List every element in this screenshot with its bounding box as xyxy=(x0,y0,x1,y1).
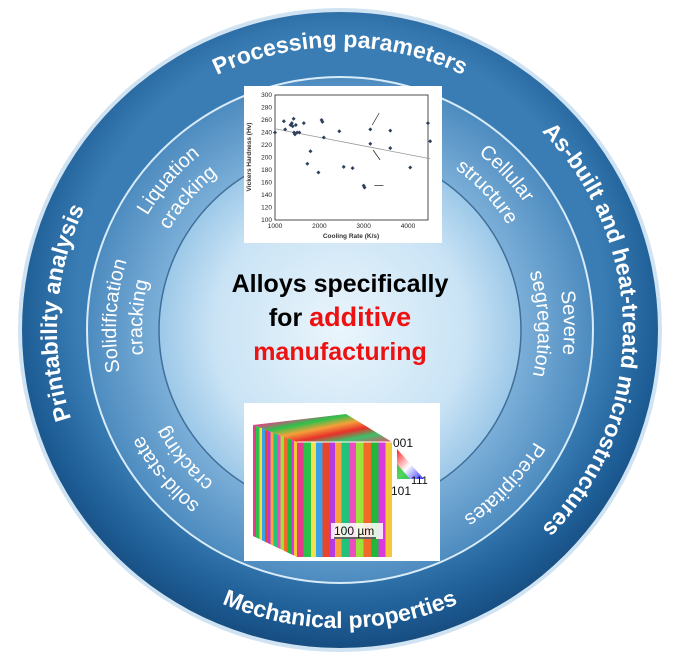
ipf-label-101: 101 xyxy=(391,484,411,498)
x-tick-label: 4000 xyxy=(401,223,416,230)
data-point xyxy=(283,127,288,132)
data-point xyxy=(273,130,277,135)
y-tick-label: 240 xyxy=(261,130,272,137)
ipf-label-111: 111 xyxy=(411,475,428,487)
y-tick-label: 260 xyxy=(261,117,272,124)
y-tick-label: 120 xyxy=(261,205,272,212)
ebsd-cube-figure: 001 111 101 100 µm xyxy=(244,403,440,561)
data-point xyxy=(291,116,296,121)
ipf-label-001: 001 xyxy=(393,436,413,450)
data-point xyxy=(337,129,342,134)
data-point xyxy=(301,121,306,126)
x-axis-label: Cooling Rate (K/s) xyxy=(323,233,379,240)
trend-line xyxy=(274,128,431,160)
data-point xyxy=(388,146,393,151)
x-tick-label: 2000 xyxy=(312,223,327,230)
cube-front-face xyxy=(297,442,392,557)
y-tick-label: 180 xyxy=(261,167,272,174)
y-tick-label: 100 xyxy=(261,217,272,224)
data-point xyxy=(305,161,310,166)
y-tick-label: 200 xyxy=(261,155,272,162)
cube-left-face xyxy=(253,425,297,557)
title-additive: additive xyxy=(309,302,411,332)
data-point xyxy=(321,135,326,140)
title-line-3: manufacturing xyxy=(253,338,427,366)
scale-bar-bg xyxy=(331,523,383,539)
data-point xyxy=(295,130,300,135)
hardness-vs-cooling-rate-chart: 100 120 140 160 180 200 220 240 260 280 300 1000 200… xyxy=(244,86,442,243)
y-axis-label: Vickers Hardness (Hv) xyxy=(246,123,253,192)
x-tick-label: 3000 xyxy=(356,223,371,230)
center-title: Alloys specifically for additive manufac… xyxy=(232,270,449,366)
x-tick-label: 1000 xyxy=(268,223,283,230)
data-point xyxy=(290,124,295,129)
annotation-arrow xyxy=(372,149,381,161)
data-point xyxy=(320,119,325,124)
y-tick-label: 160 xyxy=(261,180,272,187)
title-line-1: Alloys specifically xyxy=(232,270,449,298)
data-point xyxy=(308,149,313,154)
data-point xyxy=(341,164,346,169)
y-tick-label: 280 xyxy=(261,105,272,112)
data-point xyxy=(289,121,294,126)
y-tick-label: 140 xyxy=(261,192,272,199)
chart-background xyxy=(244,86,442,243)
data-point xyxy=(292,132,297,137)
ipf-green-corner xyxy=(397,464,410,479)
data-point xyxy=(388,128,393,133)
data-point xyxy=(428,139,433,144)
plot-frame xyxy=(274,94,429,221)
data-point xyxy=(368,127,373,132)
data-point xyxy=(368,141,373,146)
inner-ring-labels: Liquation cracking Cellular structure Se… xyxy=(99,141,581,531)
cube-top-face xyxy=(253,414,392,442)
data-point xyxy=(362,185,367,190)
label-severe-1: Severe xyxy=(556,289,581,356)
data-point xyxy=(297,130,302,135)
data-point xyxy=(293,123,298,127)
y-tick-label: 300 xyxy=(261,92,272,99)
annotation-arrow xyxy=(371,112,380,126)
data-point xyxy=(316,170,321,175)
data-point xyxy=(408,165,413,170)
scale-bar-label: 100 µm xyxy=(334,524,374,538)
data-point xyxy=(281,119,286,124)
y-tick-label: 220 xyxy=(261,142,272,149)
title-line-2: for additive xyxy=(269,302,411,332)
data-point xyxy=(350,166,355,171)
ipf-color-triangle xyxy=(397,449,424,479)
data-point xyxy=(425,121,430,126)
title-for: for xyxy=(269,304,309,332)
